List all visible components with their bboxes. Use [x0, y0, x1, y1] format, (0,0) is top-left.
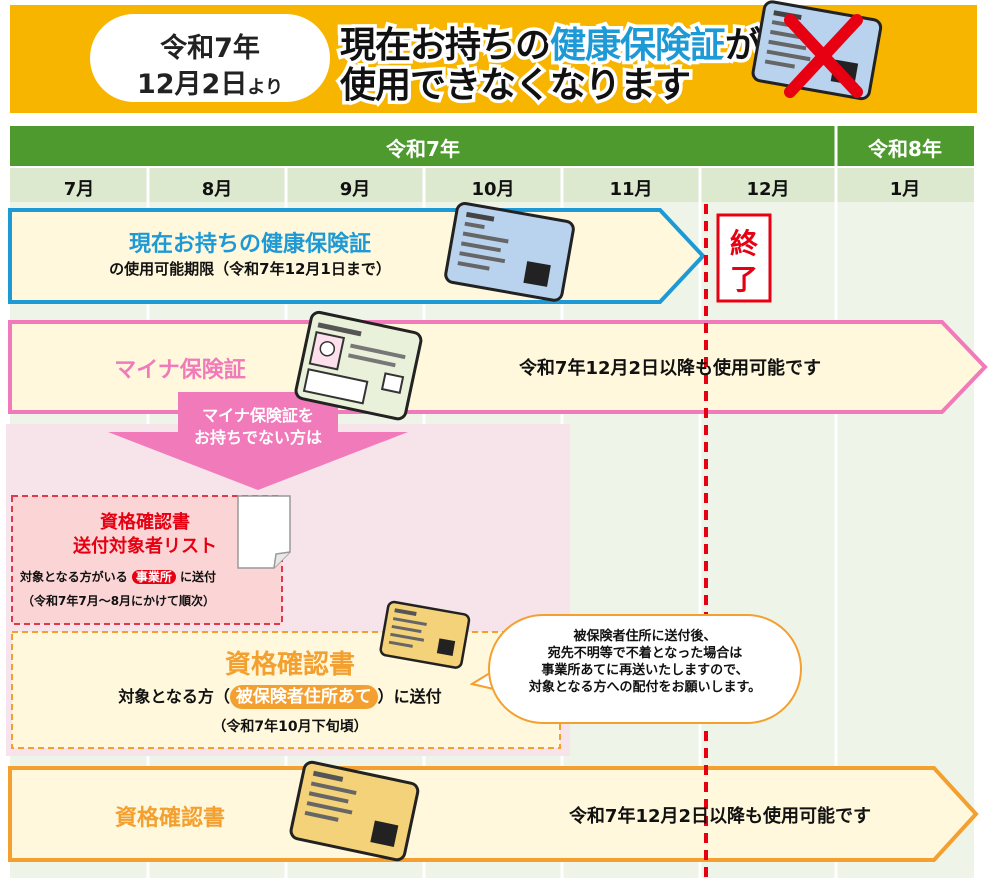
mynumber-title: マイナ保険証: [114, 358, 246, 383]
headline-line1: 現在お持ちの健康保険証が: [336, 22, 764, 70]
year-label-r8: 令和8年: [868, 137, 942, 161]
cert-card-icon: [289, 760, 420, 862]
list-title-2: 送付対象者リスト: [73, 536, 217, 557]
cert-bar-title: 資格確認書: [114, 806, 225, 831]
arrow-label-2: お持ちでない方は: [193, 428, 322, 447]
start-date-badge: 令和7年 12月2日より: [90, 14, 330, 102]
month-label: 1月: [889, 179, 921, 200]
month-label: 11月: [609, 179, 653, 200]
speech-bubble: 被保険者住所に送付後、 宛先不明等で不着となった場合は 事業所あてに再送いたしま…: [488, 614, 802, 724]
speech-line: 宛先不明等で不着となった場合は: [547, 646, 743, 661]
month-label: 7月: [63, 179, 95, 200]
mynumber-card-icon: [294, 310, 423, 421]
month-label: 9月: [339, 179, 371, 200]
speech-line: 事業所あてに再送いたしますので、: [541, 663, 749, 678]
current-card-title: 現在お持ちの健康保険証: [128, 232, 371, 257]
end-label-bottom: 了: [729, 263, 758, 296]
insured-address-highlight: 被保険者住所あて: [229, 685, 378, 709]
cert-box-line1: 対象となる方（被保険者住所あて）に送付: [118, 685, 442, 709]
start-date-year: 令和7年: [160, 33, 260, 64]
speech-line: 被保険者住所に送付後、: [573, 629, 717, 644]
document-icon: [237, 495, 291, 569]
cert-box-title: 資格確認書: [224, 650, 355, 680]
crossed-card-icon: [751, 0, 883, 101]
list-line1: 対象となる方がいる 事業所 に送付: [20, 570, 217, 584]
health-card-icon: [444, 202, 575, 302]
headline-highlight: 健康保険証: [547, 22, 730, 70]
cert-bar-note: 令和7年12月2日以降も使用可能です: [568, 806, 872, 827]
month-label: 8月: [201, 179, 233, 200]
year-label-r7: 令和7年: [386, 137, 460, 161]
end-label-top: 終: [729, 227, 758, 260]
headline-line2: 使用できなくなります: [336, 62, 694, 110]
speech-line: 対象となる方への配付をお願いします。: [528, 680, 762, 695]
mynumber-note: 令和7年12月2日以降も使用可能です: [518, 358, 822, 379]
list-title-1: 資格確認書: [100, 512, 190, 533]
start-date-suffix: より: [247, 77, 283, 98]
cert-box-line2: （令和7年10月下旬頃）: [212, 719, 368, 735]
cert-card-small-icon: [379, 600, 471, 669]
month-label: 10月: [471, 179, 515, 200]
arrow-label-1: マイナ保険証を: [202, 406, 314, 425]
list-line2: （令和7年7月～8月にかけて順次）: [22, 594, 216, 608]
month-label: 12月: [746, 179, 790, 200]
current-card-subtitle: の使用可能期限（令和7年12月1日まで）: [109, 260, 391, 278]
start-date-day: 12月2日: [136, 69, 248, 100]
office-highlight: 事業所: [131, 570, 176, 584]
